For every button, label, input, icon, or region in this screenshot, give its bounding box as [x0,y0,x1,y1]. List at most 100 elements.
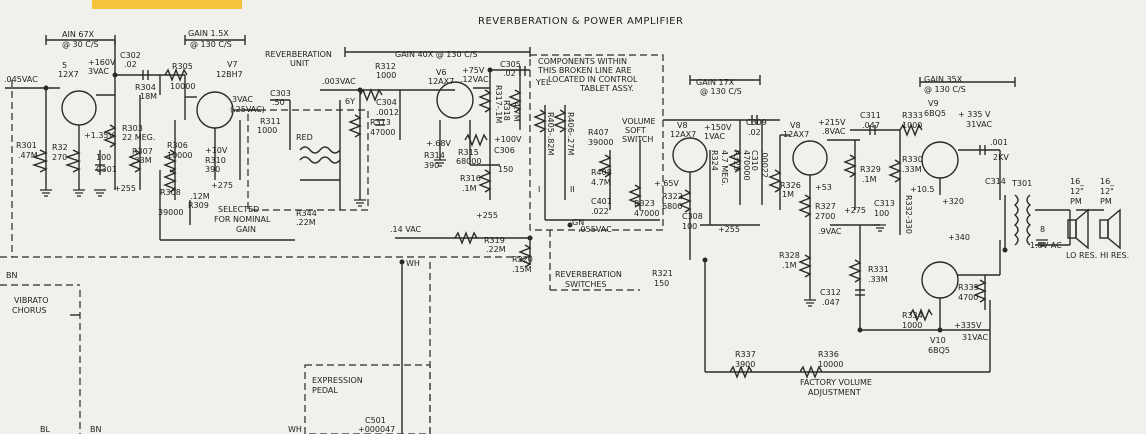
label-volume: VOLUME [622,117,656,126]
highlight-tab [92,0,242,9]
label-c315v: .001 [990,138,1008,147]
label-r316v: .1M [462,184,477,193]
label-vac18: 1.8V AC [1030,241,1062,250]
label-vac9: .9VAC [818,227,842,236]
label-cps3: @ 130 C/S [700,87,742,96]
label-r330: R330 [902,155,923,164]
label-yel: YEL [535,78,551,87]
label-plus105: +10.5 [910,185,935,194]
label-plus53: +53 [815,183,832,192]
label-plus215: +215V [818,118,846,127]
label-plus255b: +255 [476,211,498,220]
label-v5: 5 [62,61,67,70]
label-vac12: .12VAC [460,75,489,84]
label-r407: R407 [588,128,609,137]
label-6y: 6Y [345,97,355,106]
label-vac003: .003VAC [322,77,356,86]
label-gain15: GAIN 1.5X [188,29,229,38]
label-v5tube: 12X7 [58,70,79,79]
label-sp1a: 16_ [1070,177,1085,186]
label-plus335: + 335 V [958,110,991,119]
label-r322: R322 [662,192,683,201]
label-plus335b: +335V [954,321,982,330]
label-r311v: 1000 [257,126,277,135]
label-r335: R335 [958,283,979,292]
label-r327: R327 [815,202,836,211]
label-lores: LO RES. [1066,251,1097,260]
label-v7: V7 [227,60,238,69]
label-gain40: GAIN 40X @ 130 C/S [395,50,477,59]
label-8ohm: 8 [1040,225,1045,234]
label-v160: +160V [88,58,116,67]
label-c302: C302 [120,51,141,60]
label-r304v: 18M [140,92,157,101]
label-comp3: LOCATED IN CONTROL [548,75,638,84]
label-t301: T301 [1011,179,1032,188]
label-sp2a: 16_ [1100,177,1115,186]
label-c302v: .02 [124,60,137,69]
label-c310v: .00022 [760,150,769,178]
label-v8btube: 12AX7 [783,130,809,139]
label-r303v: 22 MEG. [122,133,155,142]
label-sp2b: 12" [1100,187,1114,196]
label-r324v: 4.7 MEG. [720,150,729,186]
label-r326: R326 [780,181,801,190]
component-labels: AIN 67X @ 30 C/S 5 12X7 +160V 3VAC .045V… [4,29,1129,434]
label-r308v: 39000 [158,208,183,217]
label-cps4: @ 130 C/S [924,85,966,94]
label-c308: C308 [682,212,703,221]
label-bn2: BN [90,425,101,434]
label-c313v: 100 [874,209,889,218]
label-soft: SOFT [625,126,646,135]
label-sp2c: PM [1100,197,1112,206]
label-r344: R344 [296,209,317,218]
label-r312: R312 [375,62,396,71]
label-r336v: 10000 [818,360,843,369]
label-sp1c: PM [1070,197,1082,206]
label-r318v: 4.7M [512,102,521,122]
label-c303: C303 [270,89,291,98]
label-plus100: +100V [494,135,522,144]
label-r329v: .1M [862,175,877,184]
label-2kv: 2KV [993,153,1009,162]
label-vac31: 31VAC [966,120,992,129]
label-factory2: ADJUSTMENT [808,388,861,397]
label-v6tube: 12AX7 [428,77,454,86]
label-c308v: 100 [682,222,697,231]
label-r317: R317-.1M [494,85,503,123]
label-c301v: 100 [96,153,111,162]
label-bl: BL [40,425,50,434]
label-r407v: 39000 [588,138,613,147]
label-c301: C301 [96,165,117,174]
label-r314v: 390 [424,161,439,170]
resistor-symbols [31,68,987,379]
wiring [0,35,1121,434]
label-v135: +1.35V [84,131,115,140]
label-r305v: 10000 [170,82,195,91]
label-r336: R336 [818,350,839,359]
label-c309: C309 [746,118,767,127]
junction-dots [43,67,1008,333]
label-vac8: .8VAC [822,127,846,136]
label-c309v: .02 [748,128,761,137]
label-r306: R306 [167,141,188,150]
label-r309: R309 [188,201,209,210]
label-v8atube: 12AX7 [670,130,696,139]
label-r332: R332-330 [904,195,913,234]
label-cps2: @ 130 C/S [190,40,232,49]
label-plus10: +10V [205,146,228,155]
label-r311: R311 [260,117,281,126]
label-vac055: .055VAC [578,225,612,234]
label-vac045: .045VAC [4,75,38,84]
label-r331v: .33M [868,275,888,284]
label-gain: GAIN [236,225,256,234]
label-r305: R305 [172,62,193,71]
label-r321: R321 [652,269,673,278]
label-c310: C310 [750,150,759,171]
label-r330v: .33M [902,165,922,174]
label-r406: R406-.27M [566,112,575,155]
label-r408v: 4.7M [591,178,611,187]
label-plus65: +.65V [654,179,679,188]
label-r320v: .15M [512,265,532,274]
label-r333v: 1000 [902,121,922,130]
